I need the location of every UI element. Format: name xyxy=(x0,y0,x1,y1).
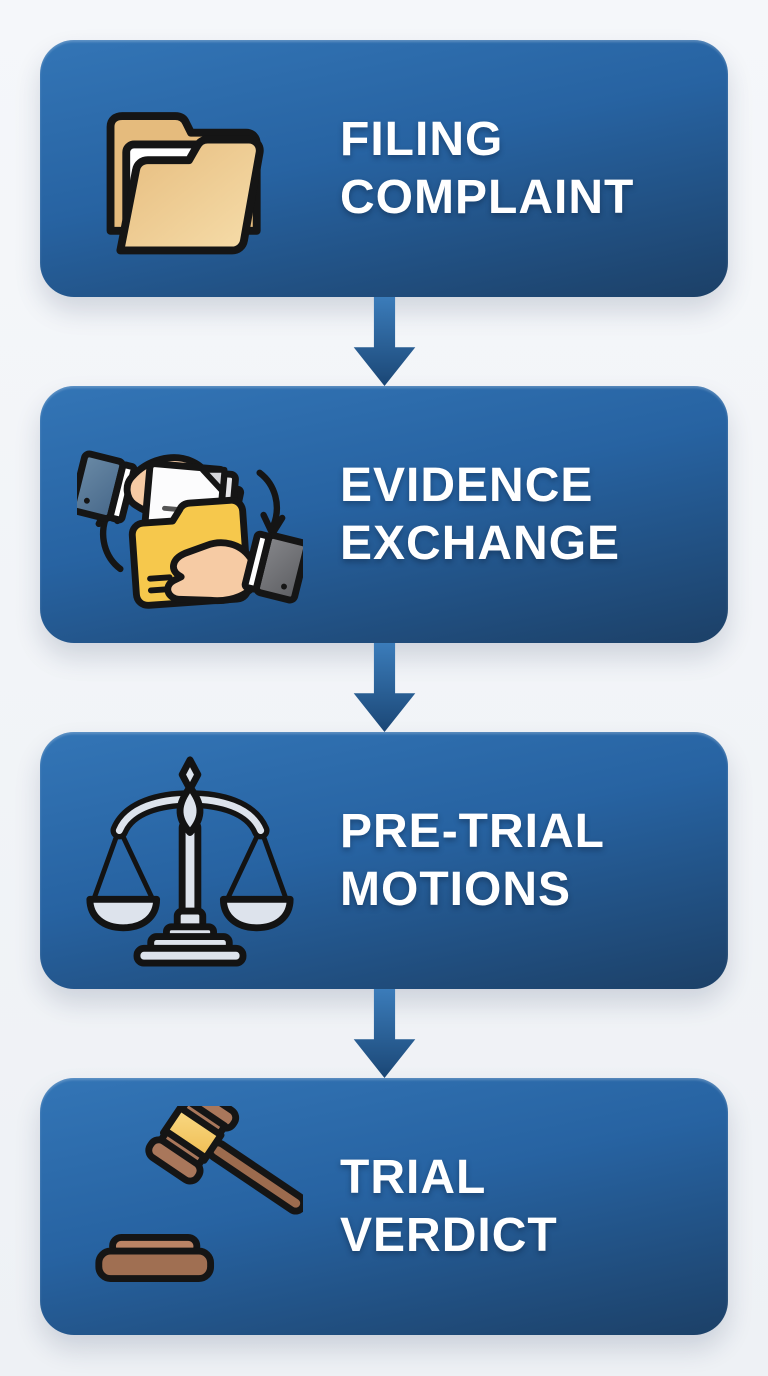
step-card-pre-trial-motions: PRE-TRIAL MOTIONS xyxy=(40,732,728,989)
step-label-line: FILING xyxy=(340,112,504,166)
arrow-down-icon xyxy=(353,643,415,732)
step-label-line: EXCHANGE xyxy=(340,516,621,570)
arrow-down-icon xyxy=(353,989,415,1078)
gavel-icon xyxy=(95,1106,303,1282)
step-label-line: PRE-TRIAL xyxy=(340,804,605,858)
scales-of-justice-icon xyxy=(86,756,294,967)
step-label: TRIAL VERDICT xyxy=(340,1149,728,1264)
step-label-line: COMPLAINT xyxy=(340,170,635,224)
step-label: PRE-TRIAL MOTIONS xyxy=(340,803,728,918)
step-icon-wrap xyxy=(40,412,340,618)
step-label: EVIDENCE EXCHANGE xyxy=(340,457,728,572)
step-card-trial-verdict: TRIAL VERDICT xyxy=(40,1078,728,1335)
arrow-down-icon xyxy=(353,297,415,386)
flow-connector xyxy=(40,297,728,386)
process-flow: FILING COMPLAINT xyxy=(40,40,728,1335)
flow-connector xyxy=(40,989,728,1078)
step-label-line: TRIAL xyxy=(340,1150,487,1204)
step-icon-wrap xyxy=(40,750,340,971)
folder-icon xyxy=(106,111,264,254)
step-label: FILING COMPLAINT xyxy=(340,111,728,226)
step-card-filing-complaint: FILING COMPLAINT xyxy=(40,40,728,297)
step-icon-wrap xyxy=(40,75,340,263)
step-icon-wrap xyxy=(40,1106,340,1307)
step-label-line: MOTIONS xyxy=(340,862,571,916)
flow-connector xyxy=(40,643,728,732)
documents-handoff-icon xyxy=(77,450,303,609)
step-label-line: EVIDENCE xyxy=(340,458,594,512)
step-label-line: VERDICT xyxy=(340,1208,558,1262)
step-card-evidence-exchange: EVIDENCE EXCHANGE xyxy=(40,386,728,643)
